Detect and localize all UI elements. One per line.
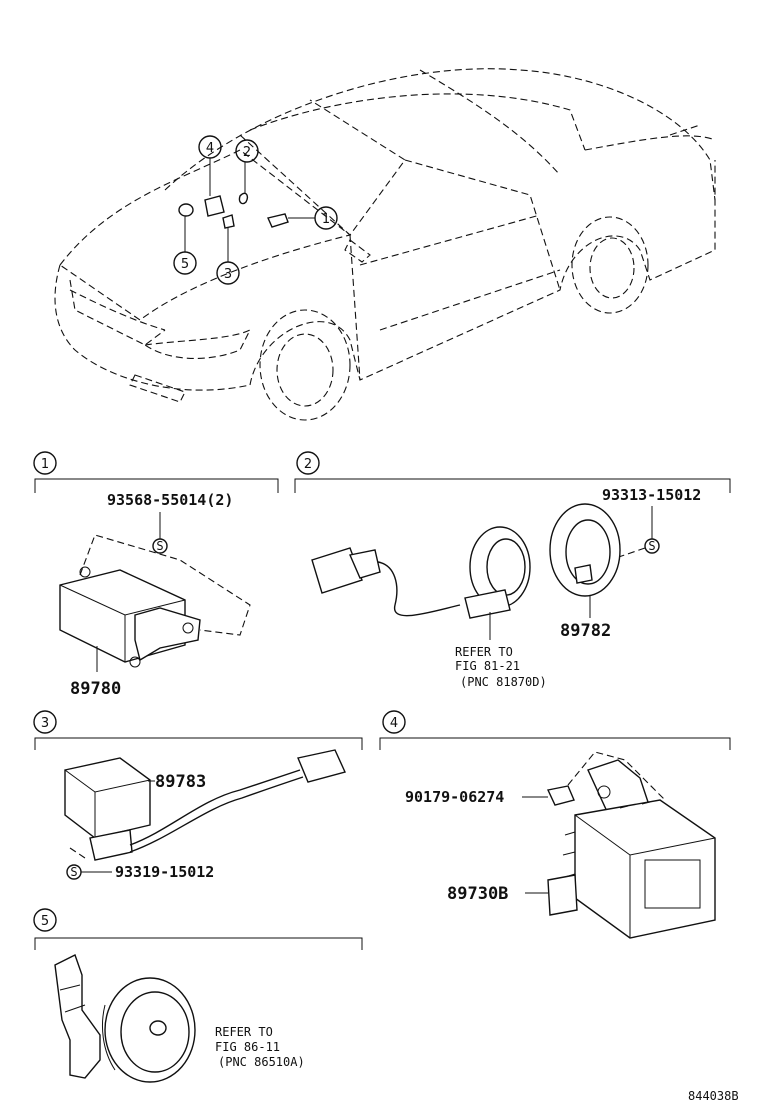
callout-3: 3 <box>216 261 240 285</box>
svg-text:93319-15012: 93319-15012 <box>115 863 214 881</box>
svg-text:89783: 89783 <box>155 772 206 792</box>
section-4: 4 90179-06274 89730B <box>379 710 731 939</box>
svg-text:3: 3 <box>224 267 232 282</box>
svg-text:(PNC 86510A): (PNC 86510A) <box>218 1055 305 1069</box>
svg-text:(PNC 81870D): (PNC 81870D) <box>460 675 547 689</box>
figure-id: 844038B <box>688 1089 739 1103</box>
svg-text:FIG 81-21: FIG 81-21 <box>455 659 520 673</box>
svg-text:89780: 89780 <box>70 679 121 699</box>
car-part-markers <box>178 158 315 262</box>
svg-text:93568-55014(2): 93568-55014(2) <box>107 491 233 509</box>
section-5: 5 REFER TO FIG 86-11 (PNC 86510A) <box>33 908 363 1083</box>
svg-text:REFER TO: REFER TO <box>455 645 513 659</box>
svg-text:4: 4 <box>390 716 398 731</box>
svg-text:5: 5 <box>41 914 49 929</box>
svg-text:REFER TO: REFER TO <box>215 1025 273 1039</box>
section-1: 1 93568-55014(2) S 89780 <box>33 451 279 699</box>
callout-4: 4 <box>198 135 222 159</box>
svg-text:89782: 89782 <box>560 621 611 641</box>
svg-text:4: 4 <box>206 141 214 156</box>
svg-text:S: S <box>70 865 77 879</box>
svg-text:2: 2 <box>304 457 312 472</box>
callout-5: 5 <box>173 251 197 275</box>
svg-text:93313-15012: 93313-15012 <box>602 486 701 504</box>
svg-text:FIG 86-11: FIG 86-11 <box>215 1040 280 1054</box>
car-illustration <box>54 68 716 421</box>
svg-text:89730B: 89730B <box>447 884 508 904</box>
svg-text:S: S <box>648 539 655 553</box>
svg-text:1: 1 <box>322 212 330 227</box>
callout-1: 1 <box>314 206 338 230</box>
svg-text:1: 1 <box>41 457 49 472</box>
svg-text:3: 3 <box>41 716 49 731</box>
svg-text:90179-06274: 90179-06274 <box>405 788 504 806</box>
svg-text:2: 2 <box>243 145 251 160</box>
section-3: 3 89783 S 93319-15012 <box>33 710 363 881</box>
svg-text:S: S <box>156 539 163 553</box>
section-2: 2 93313-15012 S 89782 REFER TO FIG 81-21… <box>294 451 731 689</box>
callout-2: 2 <box>235 139 259 163</box>
svg-text:5: 5 <box>181 257 189 272</box>
